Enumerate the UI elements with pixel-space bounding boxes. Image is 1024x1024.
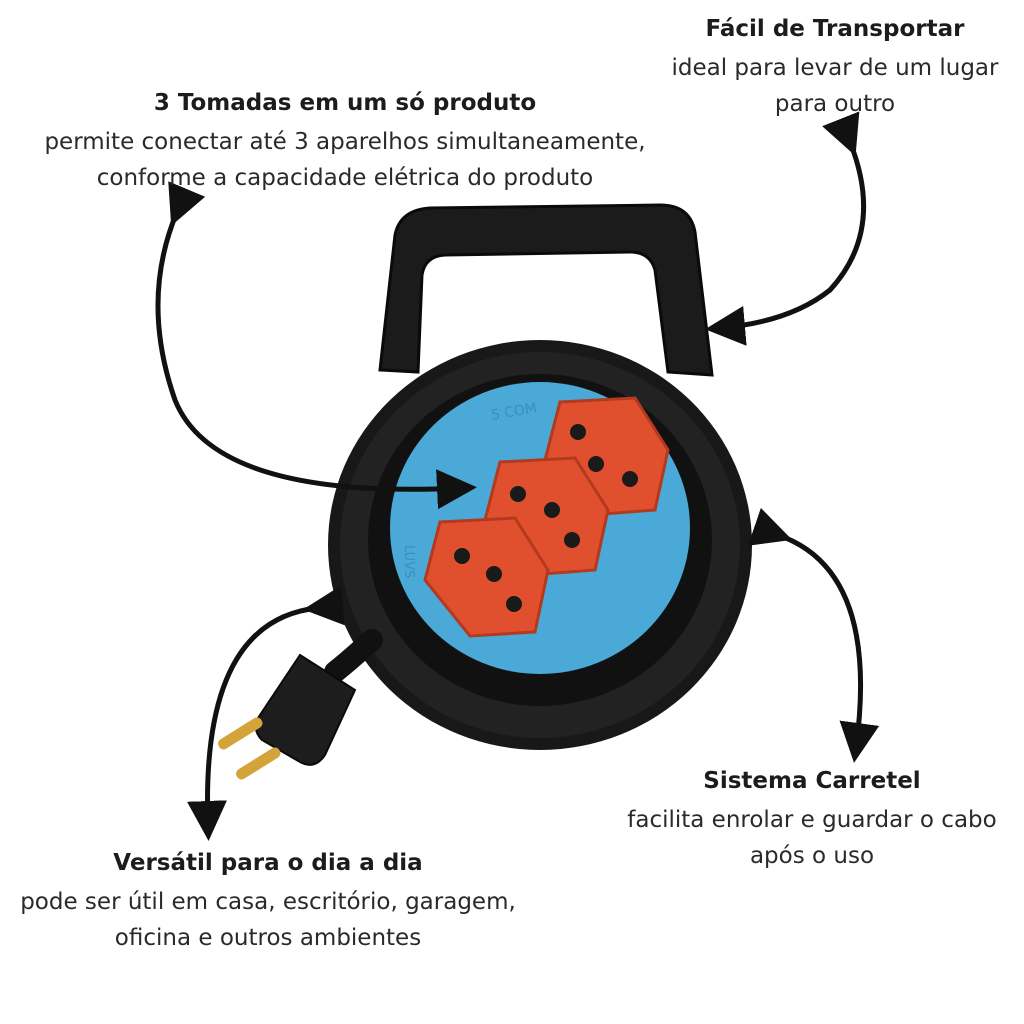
callout-carretel-line2: após o uso: [749, 843, 875, 869]
callout-carretel-line1: facilita enrolar e guardar o cabo: [627, 807, 997, 833]
callout-transportar-line2: para outro: [774, 91, 896, 117]
callout-versatil-line2: oficina e outros ambientes: [114, 925, 422, 951]
callout-tomadas-line1: permite conectar até 3 aparelhos simulta…: [44, 129, 646, 155]
callout-tomadas: 3 Tomadas em um só produto permite conec…: [0, 88, 690, 196]
callout-carretel: Sistema Carretel facilita enrolar e guar…: [600, 766, 1024, 874]
callout-tomadas-line2: conforme a capacidade elétrica do produt…: [96, 165, 594, 191]
power-cable: [324, 629, 383, 683]
callout-versatil: Versátil para o dia a dia pode ser útil …: [0, 848, 536, 956]
callout-versatil-title: Versátil para o dia a dia: [113, 850, 423, 876]
callout-versatil-line1: pode ser útil em casa, escritório, garag…: [20, 889, 516, 915]
callout-carretel-title: Sistema Carretel: [703, 768, 921, 794]
socket-block: [423, 396, 670, 638]
face-text-top: 5 COM: [490, 400, 538, 424]
callout-transportar-line1: ideal para levar de um lugar: [671, 55, 999, 81]
plug-pin-2: [236, 747, 281, 780]
callout-transportar-title: Fácil de Transportar: [705, 16, 965, 42]
callout-tomadas-title: 3 Tomadas em um só produto: [153, 90, 537, 116]
callout-transportar: Fácil de Transportar ideal para levar de…: [650, 14, 1020, 122]
face-text-side: LUVS: [401, 545, 416, 578]
